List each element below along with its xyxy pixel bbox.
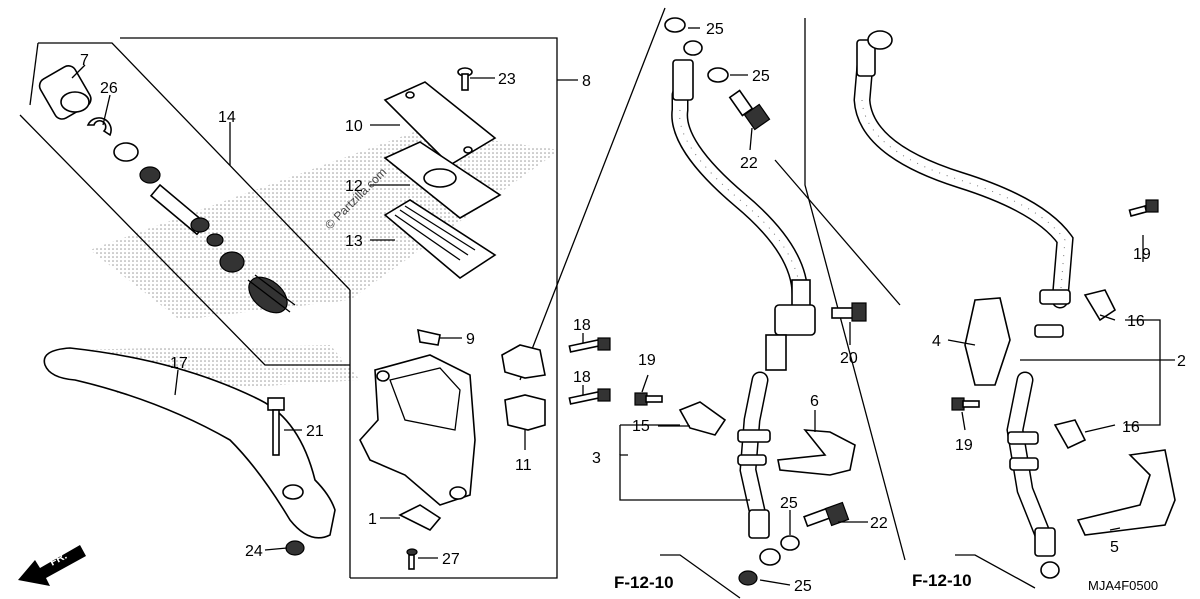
callout-18b: 18 xyxy=(573,369,591,386)
callout-2: 2 xyxy=(1177,353,1186,370)
callout-labels: 7 26 14 10 12 13 23 8 9 17 21 24 1 27 11… xyxy=(80,21,1186,595)
callout-20: 20 xyxy=(840,350,858,367)
washer xyxy=(780,535,800,551)
callout-6: 6 xyxy=(810,393,819,410)
pivot-nut xyxy=(285,540,305,556)
brake-hose-left xyxy=(671,59,816,566)
washer xyxy=(683,40,703,56)
callout-8: 8 xyxy=(582,73,591,90)
callout-22a: 22 xyxy=(740,155,758,172)
callout-27: 27 xyxy=(442,551,460,568)
callout-10: 10 xyxy=(345,118,363,135)
callout-5: 5 xyxy=(1110,539,1119,556)
callout-3: 3 xyxy=(592,450,601,467)
cover-screw xyxy=(457,67,473,91)
callout-24: 24 xyxy=(245,543,263,560)
reference-right: F-12-10 xyxy=(912,571,972,590)
callout-13: 13 xyxy=(345,233,363,250)
reservoir-cover xyxy=(383,81,497,167)
callout-25a: 25 xyxy=(706,21,724,38)
callout-19b: 19 xyxy=(1133,246,1151,263)
holder-bolts xyxy=(568,337,611,405)
callout-9: 9 xyxy=(466,331,475,348)
clamp-bolt xyxy=(1128,199,1159,217)
callout-26: 26 xyxy=(100,80,118,97)
callout-11: 11 xyxy=(515,457,532,474)
piston-assembly xyxy=(38,65,296,314)
callout-14: 14 xyxy=(218,109,236,126)
hose-clamp xyxy=(678,401,727,436)
callout-25b: 25 xyxy=(752,68,770,85)
callout-25c: 25 xyxy=(780,495,798,512)
master-cylinder-frame xyxy=(19,37,558,579)
diaphragm-plate xyxy=(383,141,502,219)
switch-screw xyxy=(406,548,418,570)
leader-lines xyxy=(71,27,1175,599)
callout-19c: 19 xyxy=(955,437,973,454)
callout-23: 23 xyxy=(498,71,516,88)
callout-18a: 18 xyxy=(573,317,591,334)
washer xyxy=(738,570,758,586)
hose-clamp xyxy=(1053,419,1087,450)
callout-21: 21 xyxy=(306,423,324,440)
clamp-bolt xyxy=(634,392,663,406)
hose-stay xyxy=(1076,449,1176,536)
reference-left: F-12-10 xyxy=(614,573,674,592)
washer xyxy=(707,67,729,83)
banjo-bolt xyxy=(803,501,850,528)
callout-16b: 16 xyxy=(1122,419,1140,436)
joint-bolt xyxy=(831,302,867,322)
brake-switch xyxy=(398,504,442,531)
switch-clip xyxy=(417,328,441,346)
callout-4: 4 xyxy=(932,333,941,350)
callout-12: 12 xyxy=(345,178,363,195)
callout-17: 17 xyxy=(170,355,188,372)
callout-25d: 25 xyxy=(794,578,812,595)
diaphragm xyxy=(383,199,497,279)
hose-dividers xyxy=(519,7,906,561)
callout-7: 7 xyxy=(80,52,89,69)
hose-guide xyxy=(964,297,1011,386)
banjo-bolt xyxy=(728,89,771,131)
brake-hose-right xyxy=(853,30,1074,579)
diagram-code: MJA4F0500 xyxy=(1088,578,1158,593)
callout-1: 1 xyxy=(368,511,377,528)
callout-19a: 19 xyxy=(638,352,656,369)
handlebar-holder xyxy=(501,344,546,431)
washer xyxy=(664,17,686,33)
clamp-bolt xyxy=(951,397,980,411)
hose-bracket xyxy=(777,429,856,476)
hose-clamp xyxy=(1083,289,1117,322)
callout-22b: 22 xyxy=(870,515,888,532)
front-arrow-icon: FR. xyxy=(18,545,86,586)
master-cylinder-body xyxy=(359,354,476,506)
callout-15: 15 xyxy=(632,418,650,435)
pivot-bolt xyxy=(267,397,285,456)
callout-16a: 16 xyxy=(1127,313,1145,330)
